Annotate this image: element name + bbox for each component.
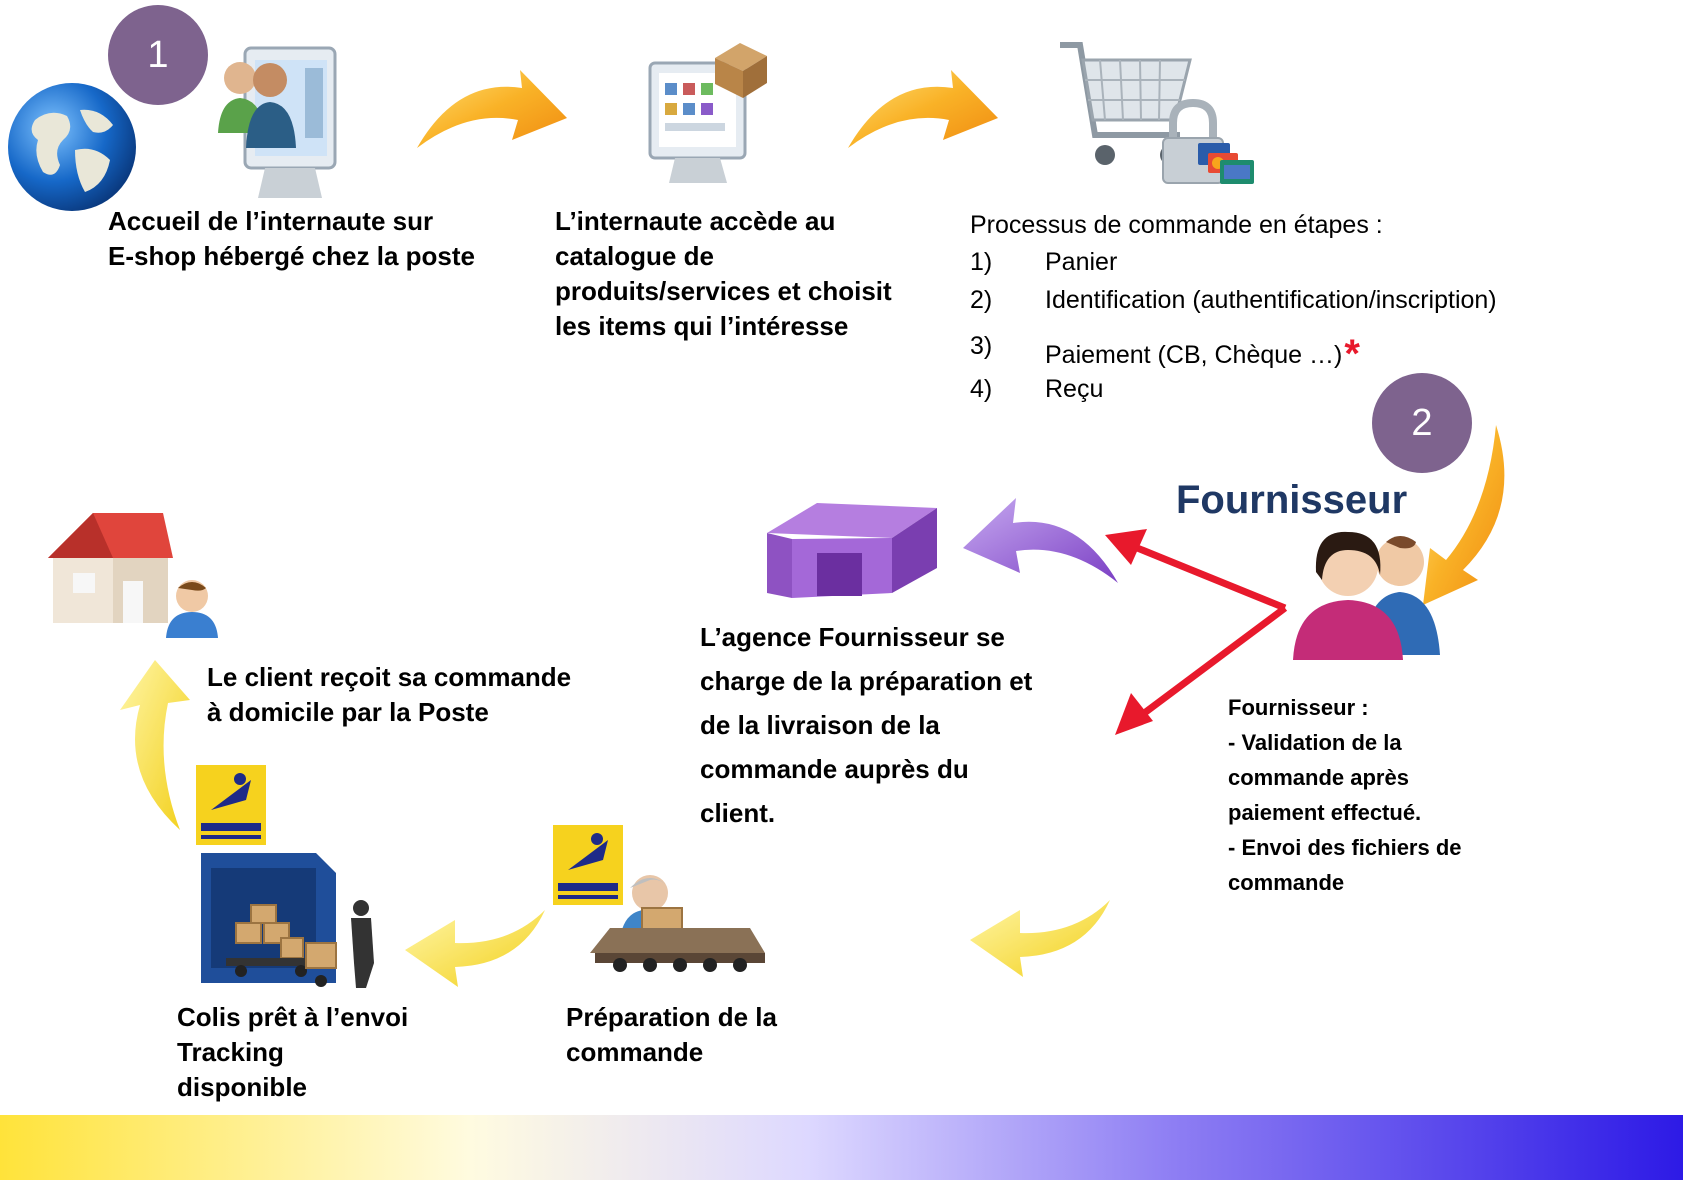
fournisseur-description: Fournisseur : - Validation de la command… — [1228, 695, 1462, 895]
step-badge-2: 2 — [1372, 373, 1472, 473]
step2-description: L’internaute accède au catalogue de prod… — [555, 206, 892, 341]
conveyor-icon — [590, 875, 765, 972]
poste-logo-icon — [196, 765, 266, 845]
globe-icon — [8, 83, 136, 211]
padlock-icon — [1162, 98, 1254, 184]
warehouse-icon — [767, 503, 937, 598]
arrow-icon — [970, 900, 1110, 977]
process-steps: 1) Panier 2) Identification (authentific… — [970, 248, 1497, 403]
catalog-computer-icon — [648, 43, 767, 183]
client-description: Le client reçoit sa commande à domicile … — [207, 662, 572, 727]
house-icon — [48, 513, 173, 623]
arrow-icon — [963, 498, 1118, 583]
red-arrows-icon — [1105, 529, 1288, 735]
step-badge-1: 1 — [108, 5, 208, 105]
fournisseur-title: Fournisseur — [1176, 478, 1408, 522]
footer-gradient-bar — [0, 1115, 1683, 1180]
users-icon — [1293, 531, 1440, 660]
arrow-icon — [848, 70, 998, 148]
process-title: Processus de commande en étapes : — [970, 211, 1383, 239]
preparation-description: Préparation de la commande — [566, 1002, 777, 1067]
user-computer-icon — [218, 46, 337, 198]
arrow-icon — [1423, 425, 1505, 605]
person-icon — [166, 580, 218, 638]
delivery-truck-icon — [201, 853, 374, 988]
poste-logo-icon — [553, 825, 623, 905]
arrow-icon — [417, 70, 567, 148]
arrow-icon — [405, 910, 545, 987]
colis-description: Colis prêt à l’envoi Tracking disponible — [177, 1002, 409, 1102]
step1-description: Accueil de l’internaute sur E-shop héber… — [108, 206, 475, 271]
arrow-icon — [120, 660, 190, 830]
asterisk-marker: * — [1344, 332, 1360, 376]
agence-description: L’agence Fournisseur se charge de la pré… — [700, 622, 1033, 828]
